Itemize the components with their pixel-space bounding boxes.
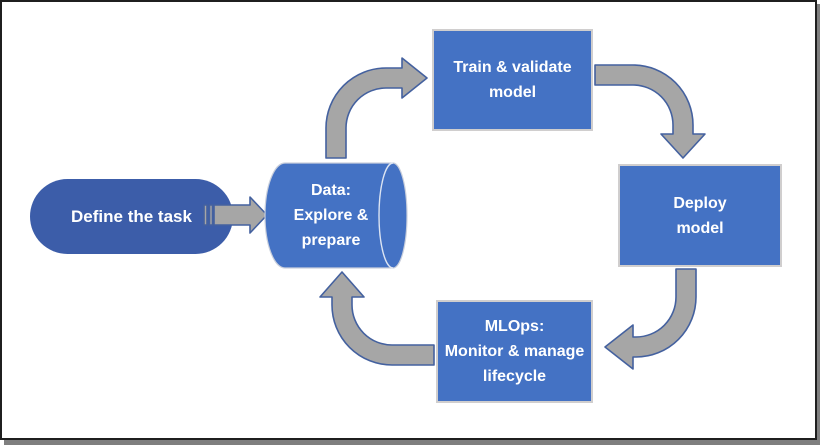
data-label-line2: Explore & <box>293 207 369 224</box>
mlops-label-line1: MLOps: <box>484 318 545 335</box>
define-task-label: Define the task <box>71 207 192 226</box>
mlops-label-line3: lifecycle <box>482 368 547 385</box>
bent-up-right-arrow-icon <box>325 57 428 159</box>
bent-down-left-arrow-icon <box>604 268 697 370</box>
node-data-explore-prepare: Data: Explore & prepare <box>265 163 397 268</box>
node-mlops-monitor-manage: MLOps: Monitor & manage lifecycle <box>436 300 593 403</box>
striped-arrow-bar-2 <box>208 204 214 226</box>
striped-arrow-bar-1 <box>203 204 208 226</box>
cylinder-seam <box>378 162 394 269</box>
train-label-line2: model <box>488 84 537 101</box>
bent-left-up-arrow-icon <box>319 271 435 366</box>
node-train-validate-model: Train & validate model <box>432 29 593 131</box>
frame-shadow-right <box>817 4 820 440</box>
train-label-line1: Train & validate <box>453 59 572 76</box>
data-label-line3: prepare <box>301 232 361 249</box>
mlops-label-line2: Monitor & manage <box>444 343 585 360</box>
deploy-label-line1: Deploy <box>673 194 727 212</box>
node-deploy-model: Deploy model <box>618 164 782 267</box>
node-define-task: Define the task <box>30 179 233 254</box>
deploy-label-line2: model <box>676 219 724 237</box>
data-label-line1: Data: <box>310 182 351 199</box>
striped-right-arrow-icon <box>213 196 268 234</box>
frame-shadow-bottom <box>4 440 820 445</box>
bent-right-down-arrow-icon <box>594 64 706 159</box>
